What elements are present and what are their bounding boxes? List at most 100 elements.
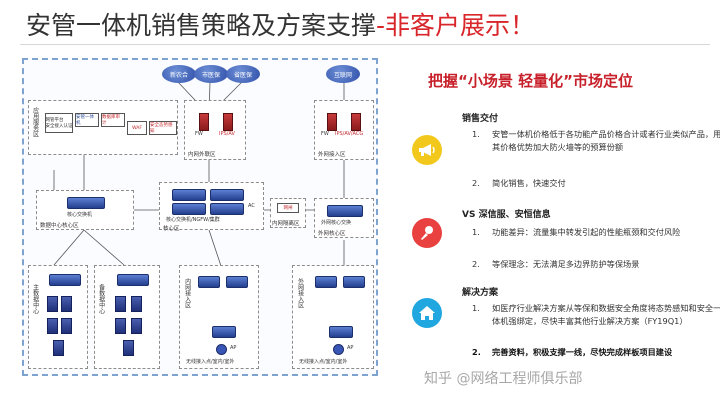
server-icon bbox=[115, 318, 126, 334]
label-fw: FW bbox=[195, 131, 203, 137]
list-item: 2. 完善资料，积极支撑一线，尽快完成样板项目建设 bbox=[472, 346, 720, 372]
watermark: 知乎 @网络工程师俱乐部 bbox=[424, 371, 583, 387]
switch-icon bbox=[67, 197, 105, 209]
label-fw-2: FW bbox=[321, 131, 329, 137]
item-text: 简化销售，快速交付 bbox=[492, 178, 566, 188]
device-gap: 网闸 bbox=[277, 203, 299, 213]
server-icon bbox=[115, 296, 126, 312]
switch-icon bbox=[327, 205, 363, 217]
label-ips-acg: IPS/AV/ACG bbox=[335, 131, 364, 137]
zone-ext-center-label: 内网外联区 bbox=[188, 152, 216, 158]
item-text: 安管一体机价格低于各功能产品价格合计或者行业类似产品，用其价格优势加大防火墙等的… bbox=[492, 129, 720, 152]
switch-icon bbox=[315, 276, 337, 288]
device-platform: 网管平台 安全接入认证 bbox=[45, 113, 73, 133]
label-wifi-1: 无线接入点/室内/室外 bbox=[186, 359, 235, 365]
item-num: 1. bbox=[472, 129, 480, 139]
zone-backup-dc-label: 备数据中心 bbox=[97, 284, 105, 314]
server-icon bbox=[123, 340, 134, 356]
item-num: 2. bbox=[472, 178, 480, 188]
zone-core-mid: 核心交换机/NGFW/集群 AC 核心区 bbox=[159, 182, 264, 232]
firewall-icon bbox=[327, 113, 337, 131]
zone-core-mid-label: 核心区 bbox=[163, 226, 180, 232]
firewall-icon bbox=[223, 113, 233, 131]
item-text: 如医疗行业解决方案从等保和数据安全角度将态势感知和安全一体机强绑定，尽快丰富其他… bbox=[492, 303, 720, 326]
title-divider bbox=[20, 44, 710, 45]
zone-ext-core: 外网核心交换 外网核心区 bbox=[314, 198, 374, 238]
label-ac: AC bbox=[248, 203, 255, 209]
device-sec-all: 安管一体机 bbox=[75, 113, 99, 127]
zone-main-dc-label: 主数据中心 bbox=[31, 284, 39, 314]
switch-icon bbox=[172, 203, 206, 215]
zone-internet-label: 外网接入区 bbox=[318, 152, 346, 158]
section-vs-title: VS 深信服、安恒信息 bbox=[462, 210, 551, 220]
house-icon bbox=[412, 298, 442, 328]
item-num: 2. bbox=[472, 347, 481, 357]
list-item: 2. 等保理念：无法满足多边界防护等保场景 bbox=[472, 258, 720, 272]
server-icon bbox=[61, 318, 72, 334]
server-icon bbox=[131, 318, 142, 334]
zone-ext-center: FW IPS/AV 内网外联区 bbox=[184, 100, 246, 160]
section-solution-title: 解决方案 bbox=[462, 288, 499, 298]
switch-icon bbox=[329, 326, 353, 338]
zone-app-services: 应用服务区 网管平台 安全接入认证 安管一体机 数据库审计 WAF 安全态势感知 bbox=[28, 100, 178, 155]
positioning-heading: 把握“小场景 轻量化”市场定位 bbox=[428, 72, 633, 90]
label-core-sw: 核心交换机 bbox=[67, 212, 93, 218]
megaphone-icon bbox=[412, 135, 442, 165]
item-text: 功能差异：流量集中转发引起的性能瓶颈和交付风险 bbox=[492, 227, 681, 237]
switch-icon bbox=[226, 276, 248, 288]
item-text: 等保理念：无法满足多边界防护等保场景 bbox=[492, 259, 640, 269]
list-item: 2. 简化销售，快速交付 bbox=[472, 177, 720, 191]
item-num: 1. bbox=[472, 303, 480, 313]
item-num: 2. bbox=[472, 259, 480, 269]
list-item: 1. 功能差异：流量集中转发引起的性能瓶颈和交付风险 bbox=[472, 226, 720, 252]
cloud-province-insurance: 省医保 bbox=[226, 65, 260, 83]
label-ips: IPS/AV bbox=[219, 131, 235, 137]
server-icon bbox=[47, 296, 58, 312]
page-title: 安管一体机销售策略及方案支撑-非客户展示！ bbox=[26, 6, 535, 42]
ap-icon bbox=[333, 344, 344, 355]
zone-dmz: 网闸 内网隔离区 bbox=[270, 198, 306, 228]
zone-backup-dc: 备数据中心 bbox=[94, 265, 160, 369]
zone-core-left-label: 数据中心核心区 bbox=[40, 223, 79, 229]
zone-dmz-label: 内网隔离区 bbox=[272, 221, 300, 227]
label-core-fw: 核心交换机/NGFW/集群 bbox=[166, 217, 220, 223]
item-num: 1. bbox=[472, 227, 480, 237]
server-icon bbox=[47, 318, 58, 334]
list-item: 1. 如医疗行业解决方案从等保和数据安全角度将态势感知和安全一体机强绑定，尽快丰… bbox=[472, 302, 720, 342]
zone-inner-access: 内网接入区 AP 无线接入点/室内/室外 bbox=[179, 265, 259, 369]
zone-main-dc: 主数据中心 bbox=[28, 265, 88, 369]
item-text: 完善资料，积极支撑一线，尽快完成样板项目建设 bbox=[492, 347, 673, 357]
ap-icon bbox=[216, 344, 227, 355]
switch-icon bbox=[117, 274, 149, 286]
device-db-audit: 数据库审计 bbox=[101, 113, 125, 127]
cloud-xinnonghe: 新农合 bbox=[162, 65, 196, 83]
zone-outer-access-label: 外网接入区 bbox=[296, 278, 304, 308]
switch-icon bbox=[212, 326, 236, 338]
title-main: 安管一体机销售策略及方案支撑 bbox=[26, 11, 377, 40]
microphone-icon bbox=[412, 218, 442, 248]
section-sales-title: 销售交付 bbox=[462, 114, 499, 124]
server-icon bbox=[131, 296, 142, 312]
zone-outer-access: 外网接入区 AP 无线接入点/室内/室外 bbox=[292, 265, 374, 369]
cloud-internet: 互联网 bbox=[326, 65, 360, 83]
server-icon bbox=[61, 296, 72, 312]
switch-icon bbox=[210, 189, 244, 201]
zone-inner-access-label: 内网接入区 bbox=[183, 278, 191, 308]
list-item: 1. 安管一体机价格低于各功能产品价格合计或者行业类似产品，用其价格优势加大防火… bbox=[472, 128, 720, 168]
device-sec-mgr: 安全态势感知 bbox=[149, 121, 177, 135]
network-diagram: 新农合 市医保 省医保 互联网 应用服务区 网管平台 安全接入认证 安管一体机 … bbox=[22, 58, 378, 376]
label-wifi-2: 无线接入点/室内/室外 bbox=[299, 359, 348, 365]
switch-icon bbox=[49, 274, 81, 286]
switch-icon bbox=[210, 203, 244, 215]
server-icon bbox=[53, 340, 64, 356]
firewall-icon bbox=[199, 113, 209, 131]
label-ap-2: AP bbox=[347, 345, 354, 351]
switch-icon bbox=[172, 189, 206, 201]
zone-ext-core-label: 外网核心区 bbox=[318, 231, 346, 237]
switch-icon bbox=[198, 276, 220, 288]
zone-internet: FW IPS/AV/ACG 外网接入区 bbox=[314, 100, 374, 160]
label-ap-1: AP bbox=[230, 345, 237, 351]
cloud-city-insurance: 市医保 bbox=[194, 65, 228, 83]
zone-app-services-label: 应用服务区 bbox=[31, 107, 39, 137]
device-waf: WAF bbox=[127, 121, 147, 135]
